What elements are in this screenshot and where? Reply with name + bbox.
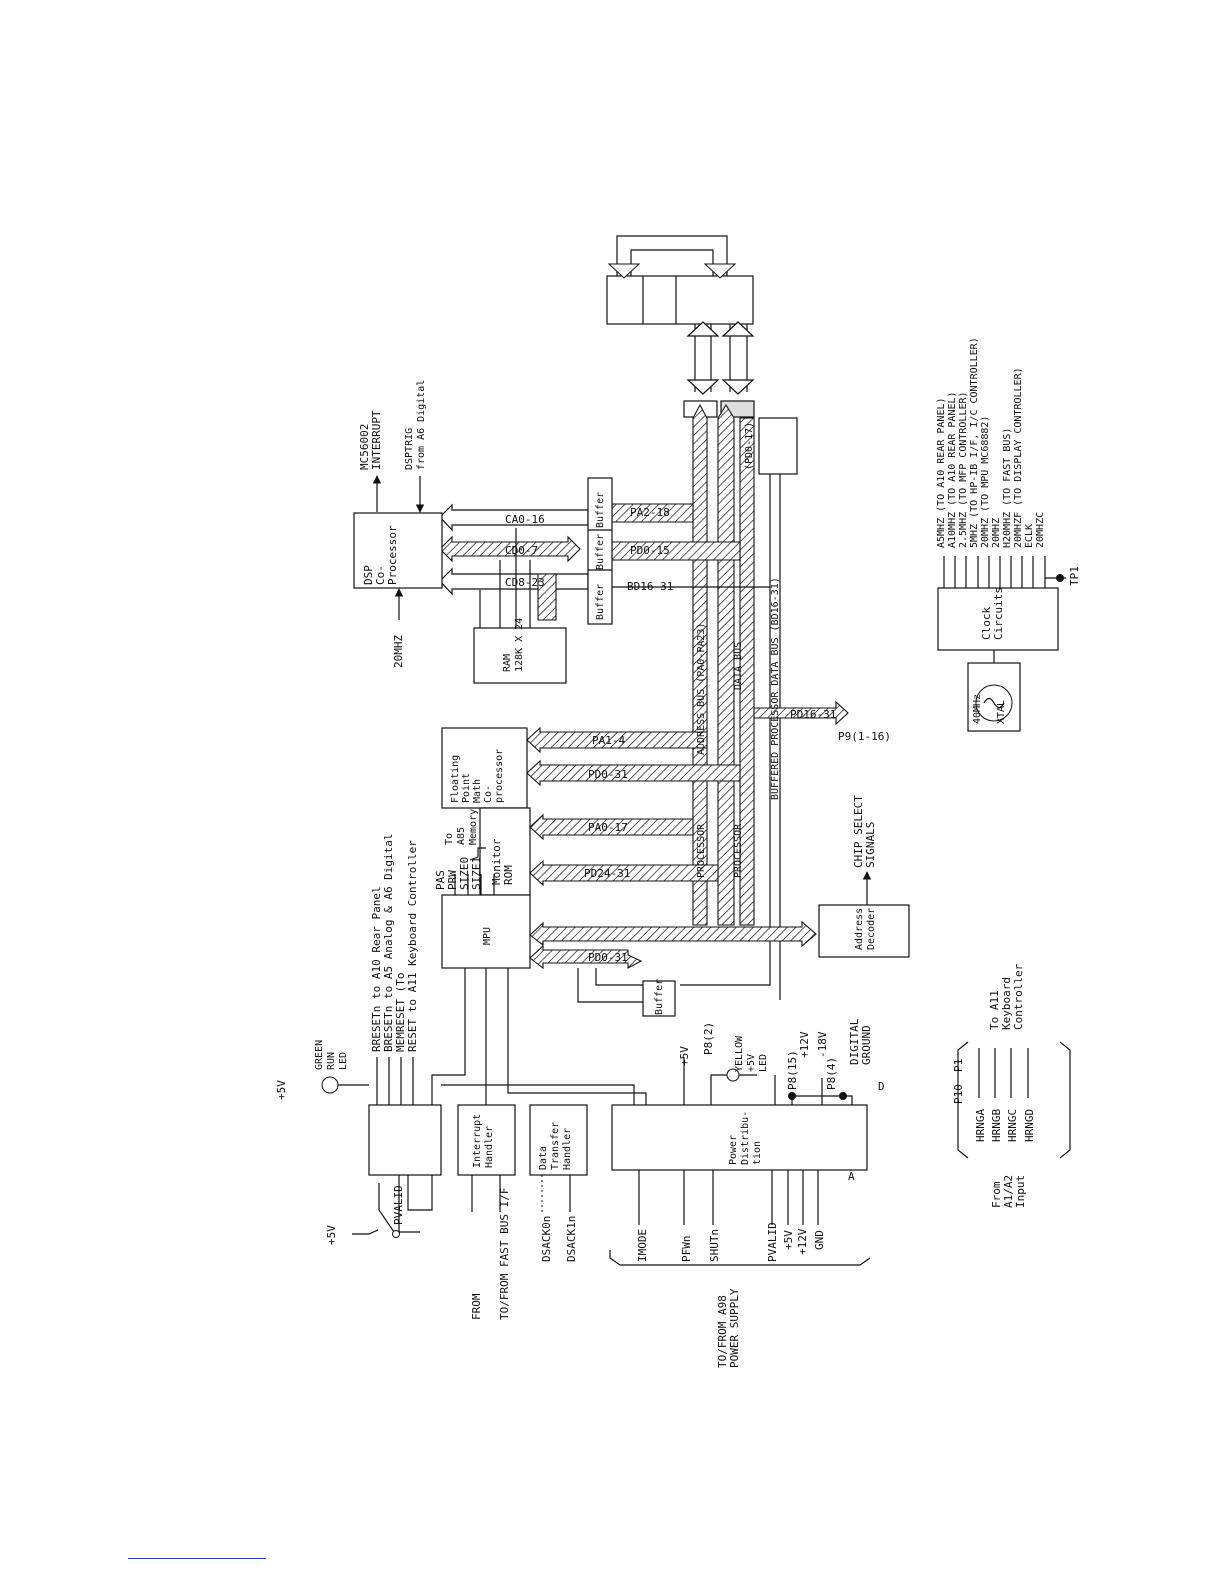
signals-gnd_a-label: A <box>848 1170 855 1183</box>
keyboard-label: To A11KeyboardController <box>988 963 1025 1030</box>
buffer-3-label: Buffer <box>595 492 606 528</box>
mpu-label: MPU <box>482 927 493 945</box>
buffer-1-label: Buffer <box>595 584 606 620</box>
dsptrig-label: DSPTRIGfrom A6 Digital <box>404 380 427 470</box>
p1-label: P1 <box>952 1059 965 1072</box>
plus5v-4-label: +5V <box>678 1046 691 1066</box>
signals-cd8_23-label: CD8-23 <box>505 576 545 589</box>
power-supply-label: TO/FROM A98POWER SUPPLY <box>716 1288 741 1368</box>
p10-label: P10 <box>952 1084 965 1104</box>
clock-label: ClockCircuits <box>980 587 1005 640</box>
to-memory-label: ToA85Memory <box>444 809 479 845</box>
mpu-out-label: PASPRWSIZE0SIZE1 <box>434 857 483 890</box>
processor-2-label: PROCESSOR <box>733 823 744 878</box>
p8-2-label: P8(2) <box>702 1022 715 1055</box>
gnd-label: GND <box>813 1230 826 1250</box>
clocks-label: A5MHZ (TO A10 REAR PANEL)A10MHZ (TO A10 … <box>936 337 1046 548</box>
buffered-bus-label: BUFFERED PROCESSOR DATA BUS (BD16-31) <box>770 577 781 800</box>
green-led-label: GREENRUNLED <box>314 1040 349 1070</box>
dsack0-label: DSACK0n <box>540 1216 553 1262</box>
buffer-block <box>642 980 676 1017</box>
hrngc-label: HRNGC <box>1006 1109 1019 1142</box>
minus18v-label: -18V <box>816 1031 829 1058</box>
signals-pd0_15-label: PD0-15 <box>630 544 670 557</box>
pvalid-1-label: PVALID <box>392 1185 405 1225</box>
mc56002-label: MC56002INTERRUPT <box>358 410 383 470</box>
signals-p9-label: P9(1-16) <box>838 730 891 743</box>
footer-rule <box>128 1558 266 1559</box>
main-buses <box>680 403 781 1000</box>
p8-4-label: P8(4) <box>825 1057 838 1090</box>
dsp-coprocessor <box>353 512 443 589</box>
data-transfer-label: DataTransferHandler <box>538 1122 573 1170</box>
plus12v-2-label: +12V <box>798 1031 811 1058</box>
signals-pa2_18-label: PA2-18 <box>630 506 670 519</box>
buffer-label: Buffer <box>654 979 665 1015</box>
hrnga-label: HRNGA <box>974 1109 987 1142</box>
chip-select-label: CHIP SELECTSIGNALS <box>852 795 877 868</box>
rom-block <box>479 807 531 896</box>
fpu-block <box>441 727 528 809</box>
clock-block <box>937 587 1059 651</box>
interrupt-label: InterruptHandler <box>472 1114 495 1168</box>
plus5v-3-label: +5V <box>782 1230 795 1250</box>
resets-label: RRESETn to A10 Rear PanelBRESETn to A5 A… <box>370 833 419 1052</box>
signals-pa1_4-label: PA1-4 <box>592 734 625 747</box>
pd0-17-label: (PD0-17) <box>744 422 755 470</box>
data-bus-label: DATA BUS <box>733 642 744 690</box>
signals-cd0_7-label: CD0-7 <box>505 544 538 557</box>
shutn-label: SHUTn <box>708 1229 721 1262</box>
processor-section <box>441 700 910 1017</box>
signals-pd24_31-label: PD24-31 <box>584 867 630 880</box>
plus12v-label: +12V <box>796 1228 809 1255</box>
imode-label: IMODE <box>636 1229 649 1262</box>
fpu-label: FloatingPointMathCo-processor <box>450 749 505 803</box>
yellow-led-label: YELLOW+5VLED <box>734 1035 769 1072</box>
address-decoder-block <box>818 904 910 958</box>
buffer-2-label: Buffer <box>595 534 606 570</box>
hrngb-label: HRNGB <box>990 1109 1003 1142</box>
control-section <box>321 968 871 1266</box>
hrngd-label: HRNGD <box>1023 1109 1036 1142</box>
p8-15-label: P8(15) <box>786 1050 799 1090</box>
signals-pa0_17-label: PA0-17 <box>588 821 628 834</box>
digital-ground-label: DIGITALGROUND <box>848 1018 873 1065</box>
plus5v-2-label: +5V <box>325 1225 338 1245</box>
power-label: PowerDistribu-tion <box>728 1111 763 1165</box>
signals-pd16_31-label: PD16-31 <box>790 708 836 721</box>
signals-gnd_d-label: D <box>878 1080 885 1093</box>
processor-1-label: PROCESSOR <box>696 823 707 878</box>
plus5v-1-label: +5V <box>275 1080 288 1100</box>
dsack1-label: DSACK1n <box>565 1216 578 1262</box>
clock-section <box>937 556 1066 732</box>
mpu-block <box>441 894 531 969</box>
keyboard-connector <box>957 1041 1071 1159</box>
signals-bd16_31-label: BD16-31 <box>627 580 673 593</box>
dsp-buses <box>439 477 770 684</box>
address-bus-label: ADDRESS BUS (PA0-PA23) <box>696 623 707 755</box>
signals-pd0_31-label: PD0-31 <box>588 768 628 781</box>
dsp-clk-label: 20MHZ <box>392 635 405 668</box>
rom-label: MonitorROM <box>490 838 515 885</box>
pvalid-2-label: PVALID <box>766 1222 779 1262</box>
a1a2-label: FromA1/A2Input <box>990 1175 1027 1208</box>
dsp-label: DSPCo-Processor <box>362 525 399 585</box>
pfwn-label: PFWn <box>680 1236 693 1263</box>
address-decoder-label: AddressDecoder <box>854 908 877 950</box>
signals-ca0_16-label: CA0-16 <box>505 513 545 526</box>
ram-label: RAM128K X 24 <box>502 618 525 672</box>
tp1-label: TP1 <box>1068 566 1081 586</box>
signals-pd0_31b-label: PD0-31 <box>588 951 628 964</box>
